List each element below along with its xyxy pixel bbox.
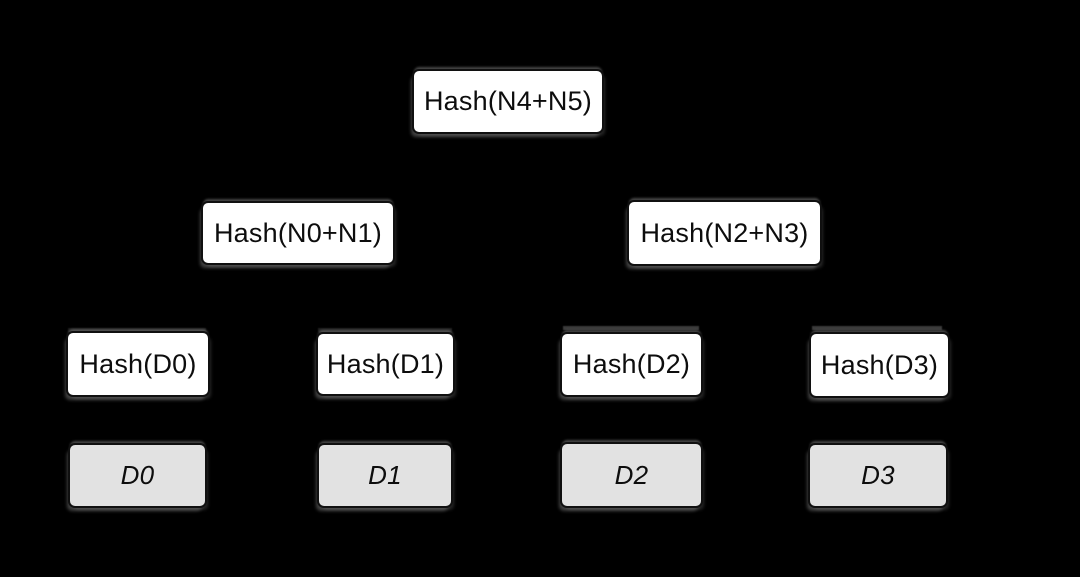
node-data-d3: D3 <box>808 443 948 508</box>
node-hash-d2: Hash(D2) <box>560 332 703 397</box>
edge-n01-h0 <box>137 265 299 331</box>
edge-root-n01 <box>297 134 509 201</box>
connector-shadow-streak <box>68 328 206 332</box>
node-hash-n4n5: Hash(N4+N5) <box>412 69 604 134</box>
node-data-d1: D1 <box>317 443 453 508</box>
edge-n23-h2 <box>630 266 725 332</box>
node-hash-n0n1: Hash(N0+N1) <box>201 201 395 265</box>
edge-root-n23 <box>507 134 725 200</box>
connector-shadow-streak <box>812 326 942 330</box>
node-data-d2: D2 <box>560 442 703 508</box>
connector-shadow-streak <box>563 326 699 330</box>
node-hash-n2n3: Hash(N2+N3) <box>627 200 822 266</box>
node-hash-d3: Hash(D3) <box>809 332 950 398</box>
node-hash-d1: Hash(D1) <box>316 332 455 396</box>
connector-shadow-streak <box>318 328 452 332</box>
edge-n23-h3 <box>723 266 880 332</box>
node-data-d0: D0 <box>68 443 207 508</box>
edge-n01-h1 <box>297 265 386 332</box>
node-hash-d0: Hash(D0) <box>66 331 210 397</box>
